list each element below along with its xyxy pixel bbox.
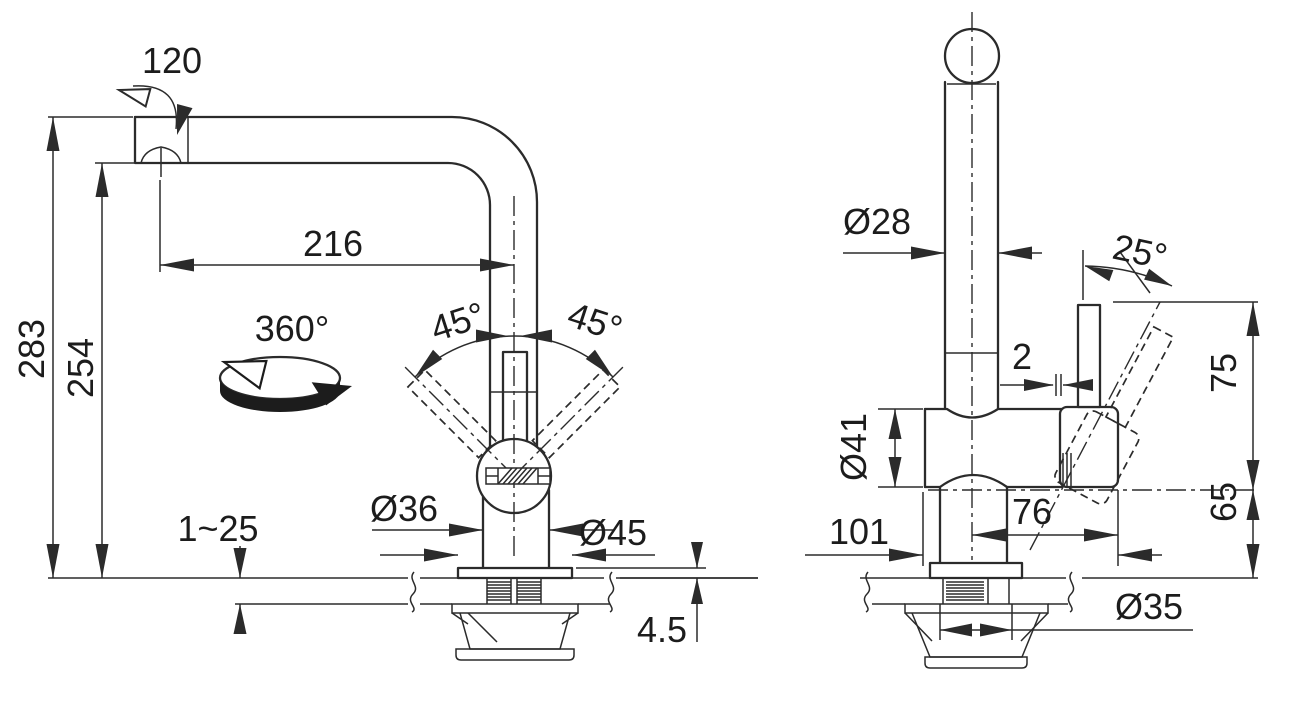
dim-flange-plate-thickness: 4.5 — [576, 542, 758, 650]
dim-spout-height-254: 254 — [60, 162, 134, 578]
dim-283-label: 283 — [11, 319, 52, 379]
dim-lever-angle-25: 25° — [1082, 226, 1173, 300]
ball-plate — [485, 467, 551, 485]
handle-lever-solid — [1076, 303, 1102, 409]
dim-d41-label: Ø41 — [833, 413, 874, 481]
dim-tailpiece-diameter-35: Ø35 — [939, 586, 1193, 640]
dim-45-right-label: 45° — [563, 294, 627, 350]
lever-dashed-left — [404, 366, 515, 477]
handle-lever-dashed — [1029, 301, 1175, 551]
aerator-cross — [147, 148, 175, 177]
dim-1-25-label: 1~25 — [177, 508, 258, 549]
dim-360-label: 360° — [255, 308, 329, 349]
dim-flange-diameter-45: Ø45 — [380, 512, 655, 562]
dim-d35-label: Ø35 — [1115, 586, 1183, 627]
undercounter-fixing-left — [451, 578, 579, 661]
rotation-360-symbol: 360° — [218, 308, 352, 412]
break-line — [607, 571, 615, 613]
dim-column-diameter-36: Ø36 — [370, 488, 614, 537]
mounting-flange — [456, 566, 574, 580]
break-line — [409, 571, 417, 613]
rotation-band — [220, 378, 340, 412]
dim-spout-reach-216: 216 — [159, 180, 514, 272]
dim-lever-gap-2: 2 — [1000, 336, 1093, 396]
dim-76-label: 76 — [1012, 491, 1052, 532]
dim-body-depth-101: 101 — [805, 492, 1162, 566]
dim-handle-reach-76: 76 — [972, 490, 1119, 566]
left-view: 283 254 216 120 360° — [11, 40, 758, 661]
dim-heights-75-65: 75 65 — [1113, 301, 1260, 578]
lever-dashed-right — [513, 366, 624, 477]
dim-d28-label: Ø28 — [843, 201, 911, 242]
dim-d45-label: Ø45 — [579, 512, 647, 553]
countertop-section-right — [860, 571, 1258, 613]
spout-outline — [133, 115, 539, 454]
handle-lever — [501, 350, 529, 448]
dim-101-label: 101 — [829, 511, 889, 552]
dim-total-height-283: 283 — [11, 116, 133, 578]
dim-65-label: 65 — [1203, 482, 1244, 522]
aerator-arch — [140, 146, 182, 164]
dim-tube-diameter-28: Ø28 — [843, 201, 1042, 260]
dim-4-5-label: 4.5 — [637, 609, 687, 650]
dim-254-label: 254 — [60, 338, 101, 398]
body-outline — [923, 407, 1064, 565]
dim-d36-label: Ø36 — [370, 488, 438, 529]
mounting-flange-right — [928, 561, 1024, 580]
right-view: Ø28 25° 2 75 65 — [805, 12, 1260, 669]
lever-45-arc: 45° 45° — [414, 294, 627, 378]
undercounter-fixing-right — [904, 578, 1049, 669]
dim-216-label: 216 — [303, 223, 363, 264]
base-column — [481, 488, 551, 570]
dim-deck-thickness: 1~25 — [177, 508, 259, 634]
break-line — [863, 571, 871, 613]
swivel-arrow-120: 120 — [115, 40, 202, 135]
break-line — [1067, 571, 1075, 613]
dim-body-diameter-41: Ø41 — [833, 408, 923, 488]
dim-75-label: 75 — [1203, 353, 1244, 393]
dim-120-label: 120 — [142, 40, 202, 81]
dim-2-label: 2 — [1012, 336, 1032, 377]
